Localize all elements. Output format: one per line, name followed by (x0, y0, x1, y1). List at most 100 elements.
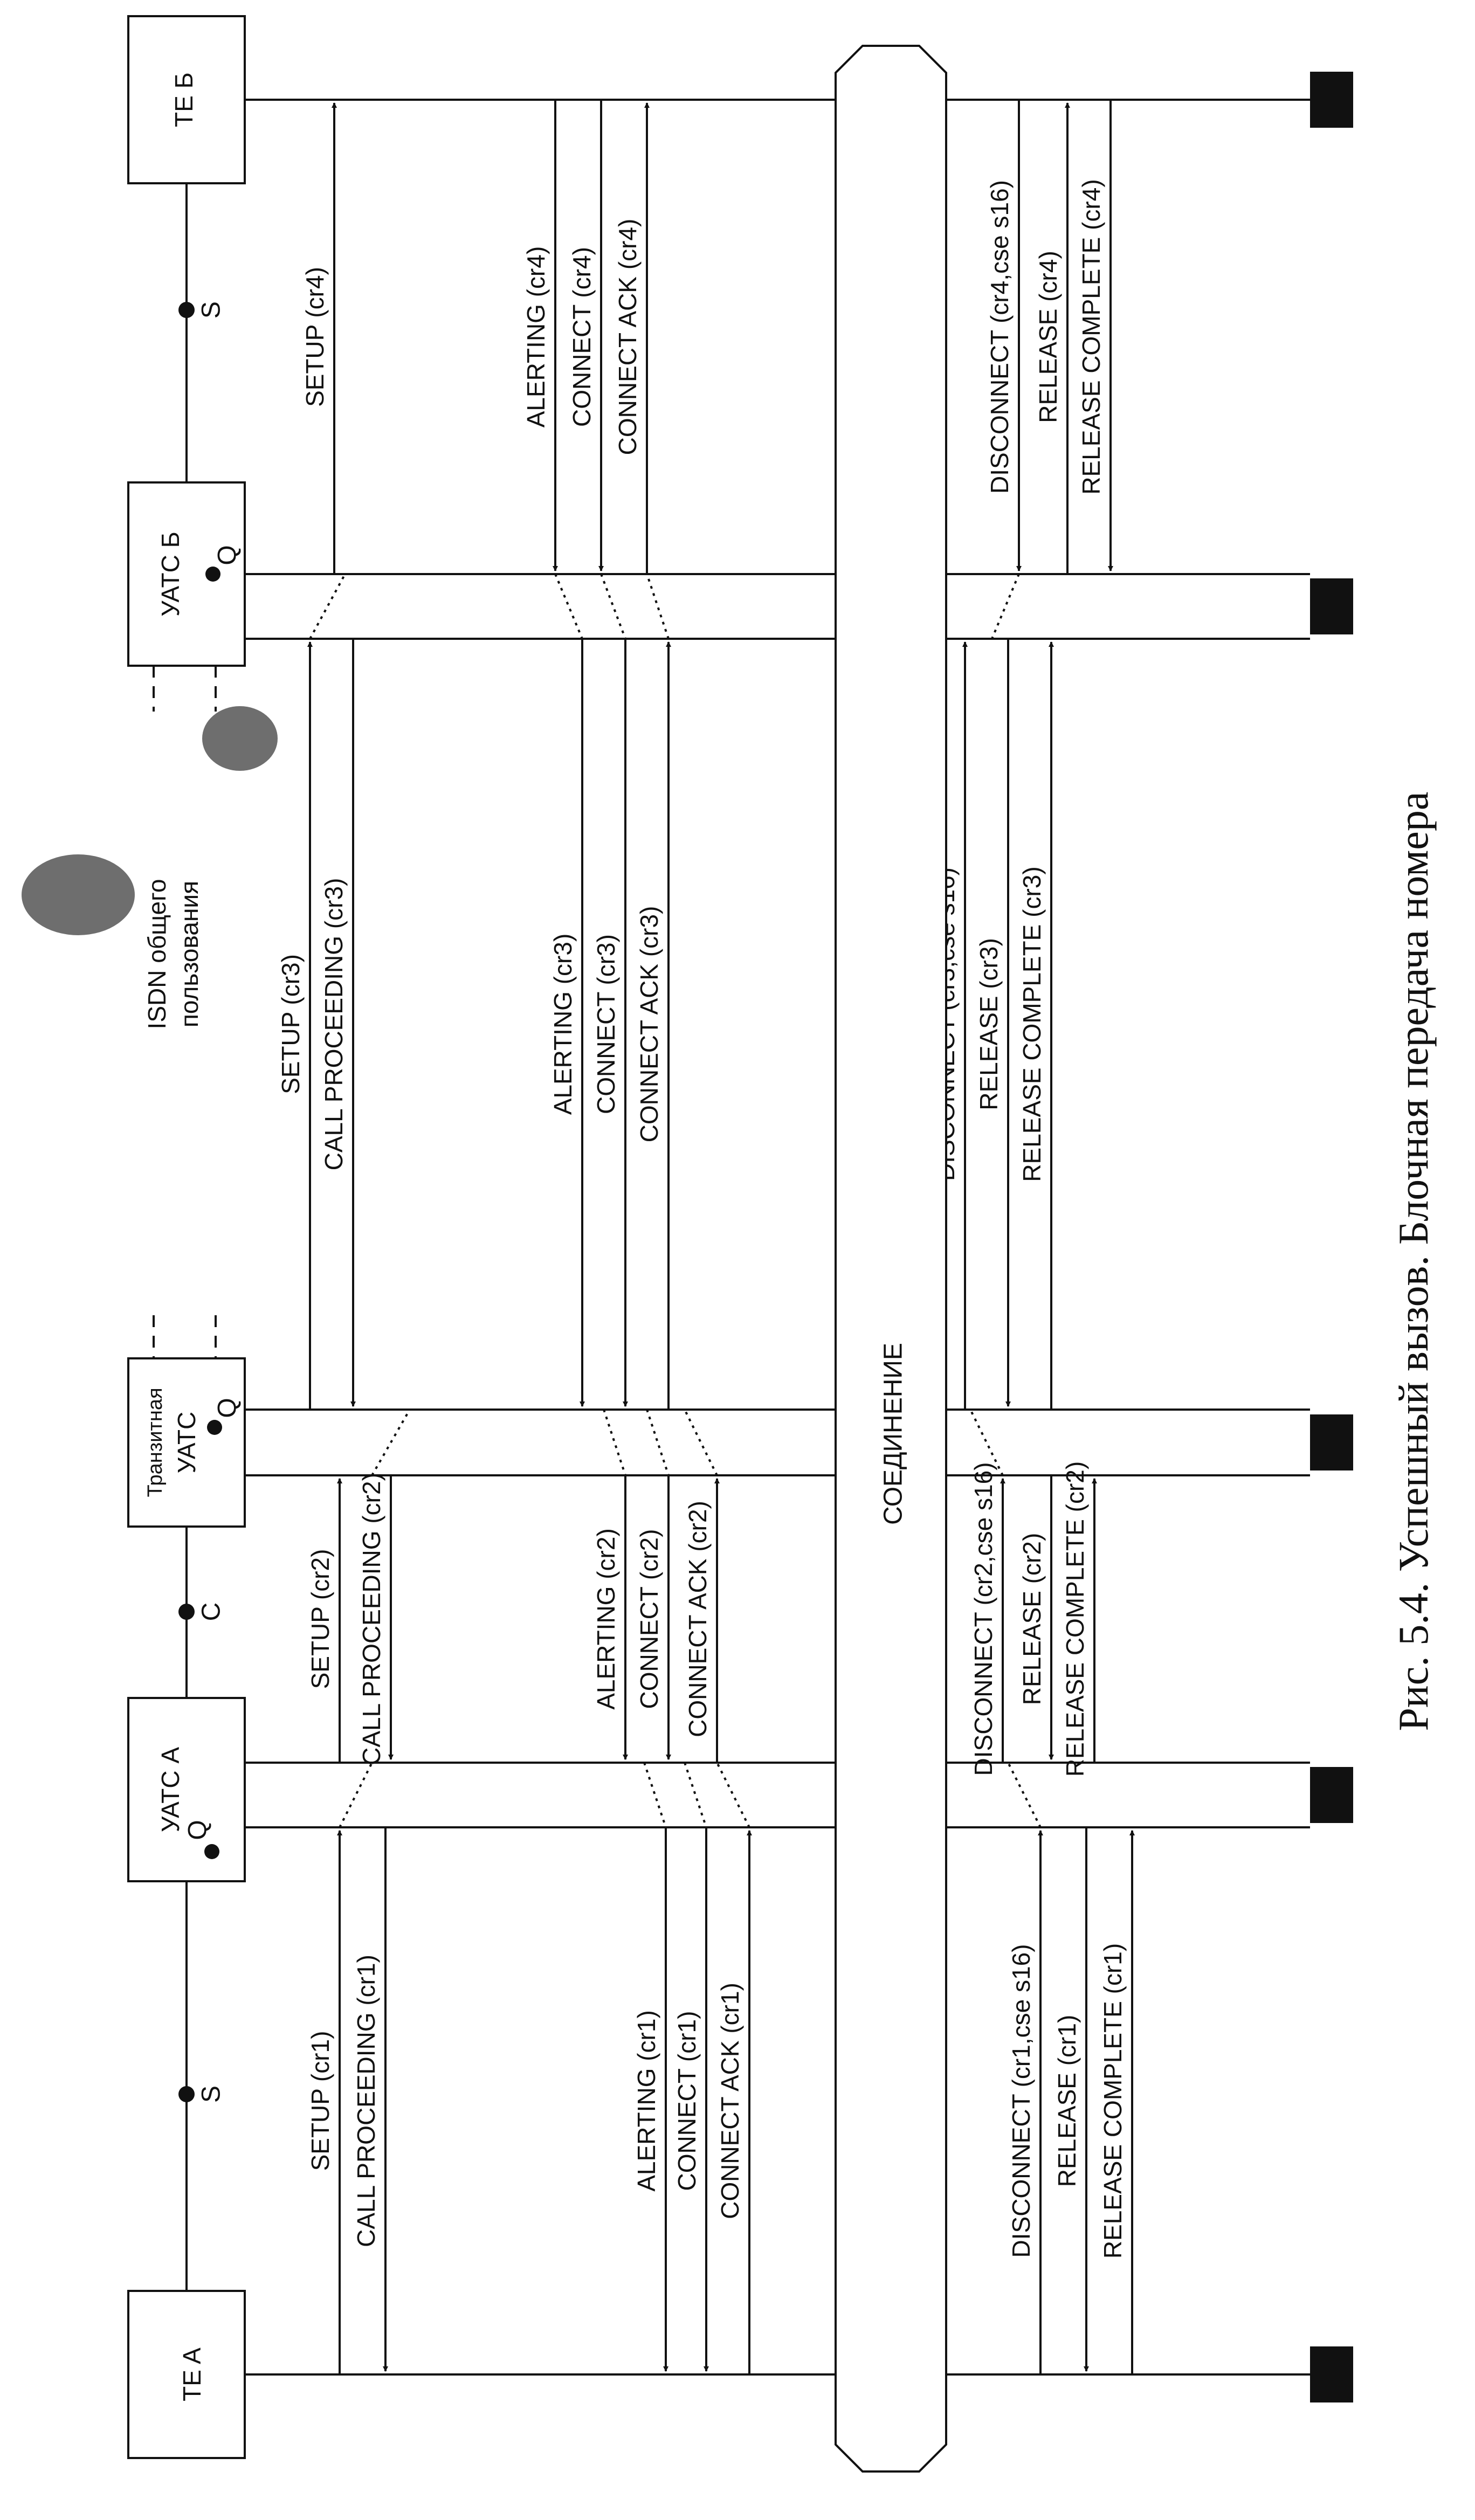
message-4-6: RELEASE (cr4) (1034, 102, 1070, 574)
message-label: CONNECT ACK (cr1) (716, 1983, 744, 2219)
message-1-5: CONNECT ACK (cr1) (716, 1830, 752, 2374)
message-3-7: RELEASE (cr3) (975, 639, 1011, 1407)
message-label: RELEASE (cr4) (1034, 251, 1062, 423)
q-label-uats-a: Q (184, 1820, 212, 1840)
end-bar-uats-a (1310, 1767, 1353, 1823)
relay-line-3 (684, 1762, 707, 1828)
lifelines (245, 72, 1353, 2402)
c-label: C (197, 1603, 226, 1621)
public-isdn-network: ISDN общего пользования (22, 706, 278, 1029)
entity-uats-b: УАТС Б Q (127, 481, 246, 667)
network-label-2: пользования (175, 881, 203, 1027)
message-label: CONNECT (cr2) (635, 1529, 663, 1709)
message-4-1: SETUP (cr4) (301, 102, 337, 574)
message-1-6: DISCONNECT (cr1,cse s16) (1007, 1830, 1043, 2374)
figure-caption: Рис. 5.4. Успешный вызов. Блочная переда… (1390, 792, 1437, 1731)
message-2-3: ALERTING (cr2) (592, 1475, 628, 1760)
entity-transit-label-2: УАТС (173, 1412, 201, 1474)
message-label: RELEASE COMPLETE (cr4) (1077, 179, 1105, 494)
relay-line-12 (554, 574, 583, 639)
interface-points: S C S (178, 301, 226, 2103)
message-label: CONNECT ACK (cr2) (684, 1501, 712, 1737)
end-bar-te-a (1310, 2346, 1353, 2402)
message-3-3: ALERTING (cr3) (549, 639, 585, 1407)
entity-transit-label-1: Транзитная (144, 1387, 167, 1497)
end-bar-uats-b (1310, 578, 1353, 634)
message-label: SETUP (cr3) (277, 954, 305, 1094)
message-label: ALERTING (cr3) (549, 934, 577, 1115)
message-2-1: SETUP (cr2) (306, 1478, 342, 1763)
relay-line-5 (1007, 1762, 1042, 1828)
connection-band: СОЕДИНЕНИЕ (835, 45, 947, 2473)
message-3-1: SETUP (cr3) (277, 641, 313, 1410)
relay-line-14 (646, 574, 670, 639)
message-label: RELEASE COMPLETE (cr1) (1099, 1943, 1127, 2259)
message-label: CALL PROCEEDING (cr3) (320, 878, 348, 1171)
message-2-5: CONNECT ACK (cr2) (684, 1478, 720, 1763)
message-4-5: DISCONNECT (cr4,cse s16) (985, 100, 1022, 571)
message-1-7: RELEASE (cr1) (1053, 1827, 1089, 2372)
message-2-7: RELEASE (cr2) (1018, 1475, 1054, 1760)
message-4-7: RELEASE COMPLETE (cr4) (1077, 100, 1113, 571)
relay-line-8 (646, 1409, 670, 1476)
message-2-6: DISCONNECT (cr2,cse s16) (969, 1462, 1005, 1776)
message-label: RELEASE COMPLETE (cr2) (1061, 1461, 1089, 1777)
end-bar-te-b (1310, 72, 1353, 128)
message-1-1: SETUP (cr1) (306, 1830, 342, 2374)
relay-line-15 (991, 574, 1020, 639)
message-1-2: CALL PROCEEDING (cr1) (352, 1827, 388, 2372)
message-label: CONNECT ACK (cr4) (614, 219, 642, 455)
message-label: SETUP (cr4) (301, 267, 329, 407)
message-1-8: RELEASE COMPLETE (cr1) (1099, 1830, 1135, 2374)
q-label-uats-b: Q (213, 545, 242, 565)
q-point-uats-a (204, 1844, 219, 1859)
relay-line-2 (643, 1762, 667, 1828)
message-label: SETUP (cr1) (306, 2031, 334, 2171)
s-label-right: S (197, 301, 226, 319)
message-2-2: CALL PROCEEDING (cr2) (357, 1473, 394, 1765)
relay-line-13 (600, 574, 626, 639)
message-4-2: ALERTING (cr4) (522, 100, 558, 571)
relay-line-6 (371, 1409, 411, 1476)
message-label: DISCONNECT (cr4,cse s16) (985, 180, 1014, 494)
message-label: CONNECT (cr3) (592, 934, 620, 1114)
message-label: CONNECT ACK (cr3) (635, 906, 663, 1143)
message-label: RELEASE (cr3) (975, 938, 1003, 1110)
message-3-2: CALL PROCEEDING (cr3) (320, 639, 356, 1407)
message-label: CONNECT (cr4) (568, 247, 596, 427)
message-label: CALL PROCEEDING (cr1) (352, 1955, 380, 2247)
relay-line-1 (339, 1762, 373, 1828)
entity-te-a: TE A (127, 2290, 246, 2459)
relay-line-7 (603, 1409, 626, 1476)
relay-line-4 (716, 1762, 750, 1828)
message-4-3: CONNECT (cr4) (568, 100, 604, 571)
connection-label: СОЕДИНЕНИЕ (879, 1343, 908, 1525)
message-label: RELEASE (cr1) (1053, 2015, 1081, 2187)
message-label: CALL PROCEEDING (cr2) (357, 1473, 385, 1765)
end-bar-transit (1310, 1414, 1353, 1470)
s-point-left (178, 2086, 195, 2102)
message-2-4: CONNECT (cr2) (635, 1475, 671, 1760)
message-label: ALERTING (cr2) (592, 1528, 620, 1710)
relay-links (309, 574, 1042, 1828)
entity-te-b: TE Б (127, 15, 246, 184)
entity-uats-a-label: УАТС А (156, 1747, 184, 1832)
message-3-8: RELEASE COMPLETE (cr3) (1018, 641, 1054, 1410)
message-3-5: CONNECT ACK (cr3) (635, 641, 671, 1410)
c-point (178, 1604, 195, 1620)
message-4-4: CONNECT ACK (cr4) (614, 102, 650, 574)
entity-te-b-label: TE Б (170, 72, 198, 127)
entity-te-a-label: TE A (178, 2348, 206, 2401)
relay-line-10 (969, 1409, 1004, 1476)
network-shade-2 (202, 706, 278, 771)
message-label: CONNECT (cr1) (673, 2011, 701, 2191)
message-1-4: CONNECT (cr1) (673, 1827, 709, 2372)
s-label-left: S (197, 2086, 226, 2103)
message-label: ALERTING (cr1) (632, 2010, 660, 2192)
message-2-8: RELEASE COMPLETE (cr2) (1061, 1461, 1097, 1777)
message-label: DISCONNECT (cr2,cse s16) (969, 1462, 997, 1776)
relay-line-11 (309, 574, 346, 639)
entity-transit-uats: Транзитная УАТС Q (127, 1357, 246, 1528)
s-point-right (178, 302, 195, 318)
network-label-1: ISDN общего (143, 879, 171, 1030)
